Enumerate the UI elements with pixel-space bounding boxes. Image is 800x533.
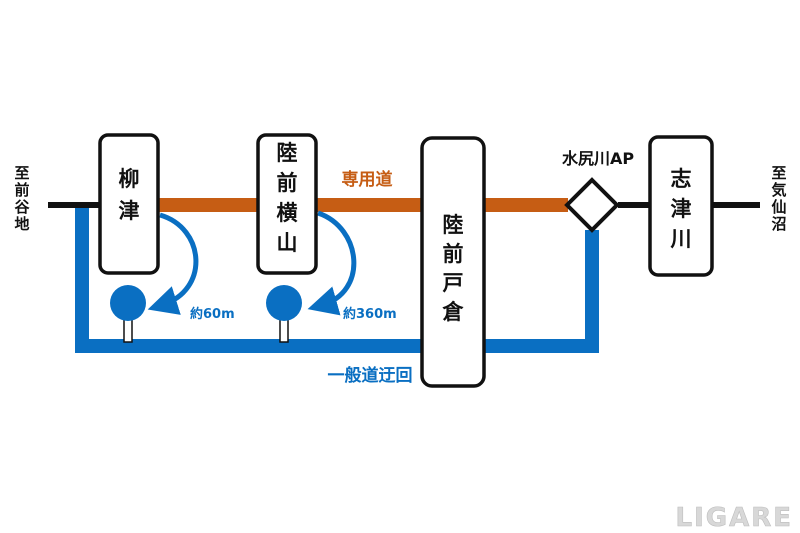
station-yanaizu: 柳津 <box>98 133 160 275</box>
curved-arrow-icon <box>307 210 357 316</box>
station-shizugawa-label: 志津川 <box>670 167 692 251</box>
detour-route-label: 一般道迂回 <box>328 365 413 386</box>
destination-east-label: 至気仙沼 <box>771 164 786 233</box>
dedicated-route-label: 専用道 <box>342 169 393 190</box>
destination-west-label: 至前谷地 <box>14 164 30 233</box>
distance-yanaizu-label: 約60m <box>190 306 235 322</box>
station-rikuzen-toyoma: 陸前戸倉 <box>420 136 486 388</box>
station-rikuzen-toyoma-label: 陸前戸倉 <box>442 213 465 324</box>
station-rikuzen-yokoyama: 陸前横山 <box>256 133 318 275</box>
detour-route <box>75 205 599 353</box>
bus-stop-icon <box>266 285 302 343</box>
station-yanaizu-label: 柳津 <box>119 167 140 223</box>
curved-arrow-icon <box>147 212 199 315</box>
bus-stop-icon <box>110 285 146 343</box>
station-rikuzen-yokoyama-label: 陸前横山 <box>277 141 298 255</box>
access-point-label: 水尻川AP <box>562 149 634 168</box>
ligare-logo: LIGARE <box>676 503 794 533</box>
access-point-marker <box>564 177 620 233</box>
detour-route-line <box>75 205 599 353</box>
distance-yokoyama-label: 約360m <box>343 306 397 322</box>
station-shizugawa: 志津川 <box>648 135 714 277</box>
